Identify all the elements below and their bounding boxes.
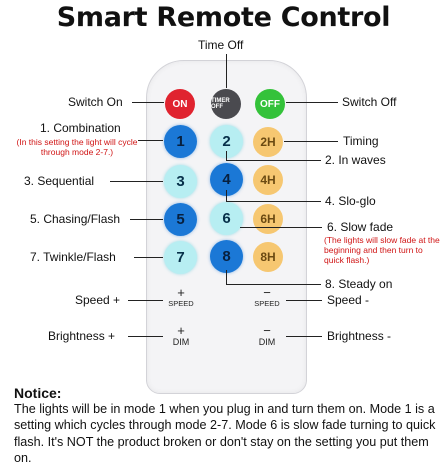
dim-minus-label[interactable]: DIM [258,337,276,347]
notice-heading: Notice: [14,385,62,401]
combination-label: 1. Combination [40,121,121,135]
speed-minus-sign[interactable]: − [263,285,271,300]
speed-plus-text: Speed + [75,293,121,307]
time-off-line [226,54,227,88]
in-waves-label: 2. In waves [325,153,386,167]
timer-8h-button[interactable]: 8H [253,242,283,272]
twinkle-flash-label: 7. Twinkle/Flash [30,250,116,264]
steady-on-line-v [226,270,227,284]
switch-on-label: Switch On [68,95,123,109]
mode-6-button[interactable]: 6 [210,202,243,235]
on-button[interactable]: ON [165,89,195,119]
dim-minus-sign[interactable]: − [263,323,271,338]
off-button[interactable]: OFF [255,89,285,119]
slow-fade-note: (The lights will slow fade at the beginn… [324,235,440,265]
notice-body: The lights will be in mode 1 when you pl… [14,402,436,465]
mode-8-button[interactable]: 8 [210,240,243,273]
sequential-line [110,181,163,182]
switch-off-label: Switch Off [342,95,397,109]
page-title: Smart Remote Control [56,2,391,33]
brightness-plus-line [128,336,163,337]
time-off-label: Time Off [198,38,244,52]
switch-off-line [286,102,338,103]
brightness-plus-text: Brightness + [48,329,116,343]
speed-minus-label[interactable]: SPEED [254,299,280,308]
timer-off-button[interactable]: TIMER OFF [211,89,241,119]
mode-3-button[interactable]: 3 [164,165,197,198]
timing-label: Timing [343,134,379,148]
combination-note: (In this setting the light will cycle th… [16,137,138,157]
timer-2h-button[interactable]: 2H [253,127,283,157]
twinkle-flash-line [134,257,163,258]
notice-block: Notice: The lights will be in mode 1 whe… [14,385,444,466]
brightness-minus-line [286,336,322,337]
slow-fade-label: 6. Slow fade [327,220,394,234]
combination-line [138,140,163,141]
mode-5-button[interactable]: 5 [164,203,197,236]
switch-on-line [132,102,164,103]
mode-7-button[interactable]: 7 [164,241,197,274]
speed-plus-label[interactable]: SPEED [168,299,194,308]
mode-1-button[interactable]: 1 [164,125,197,158]
dim-plus-label[interactable]: DIM [172,337,190,347]
chasing-flash-label: 5. Chasing/Flash [30,212,121,226]
sequential-label: 3. Sequential [24,174,95,188]
timing-line [284,141,338,142]
steady-on-line-h [226,284,321,285]
slo-glo-label: 4. Slo-glo [325,194,376,208]
timer-6h-button[interactable]: 6H [253,204,283,234]
in-waves-line-h [226,160,321,161]
chasing-flash-line [130,219,163,220]
speed-minus-text: Speed - [327,293,370,307]
speed-minus-line [286,300,322,301]
timer-4h-button[interactable]: 4H [253,165,283,195]
speed-plus-sign[interactable]: + [177,285,185,300]
brightness-minus-text: Brightness - [327,329,392,343]
in-waves-line-v [226,151,227,161]
steady-on-label: 8. Steady on [325,277,393,291]
slow-fade-line [240,227,322,228]
dim-plus-sign[interactable]: + [177,323,185,338]
slo-glo-line-h [226,201,321,202]
speed-plus-line [128,300,163,301]
slo-glo-line-v [226,190,227,201]
